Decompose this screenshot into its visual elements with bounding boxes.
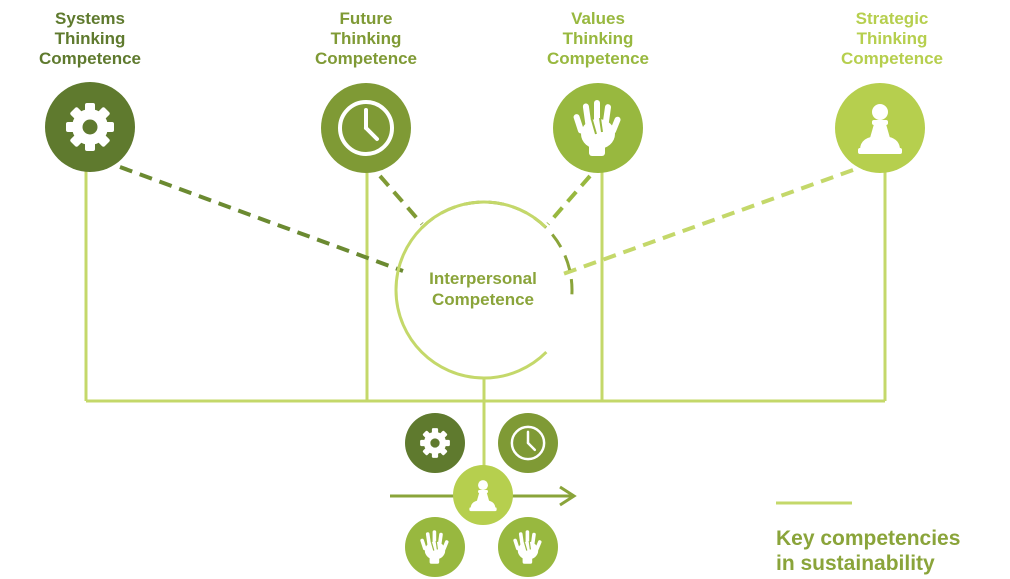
bottom-cluster — [390, 413, 577, 577]
mini-pawn-circle — [453, 465, 513, 525]
mini-clock-circle — [498, 413, 558, 473]
arrow-head — [559, 485, 577, 507]
mini-hands-circle-right — [498, 517, 558, 577]
label-strategic: Strategic Thinking Competence — [840, 9, 944, 68]
label-values: Values Thinking Competence — [546, 9, 650, 68]
dashed-future — [378, 174, 424, 226]
dashed-connectors — [119, 165, 854, 276]
label-systems: Systems Thinking Competence — [38, 9, 142, 68]
values-circle — [553, 83, 643, 173]
mini-gear-circle — [405, 413, 465, 473]
dashed-strategic — [562, 168, 854, 276]
dashed-values — [546, 174, 592, 226]
interpersonal-label: Interpersonal Competence — [429, 269, 537, 309]
dashed-systems — [119, 165, 404, 273]
future-circle — [321, 83, 411, 173]
interpersonal-ring — [394, 200, 574, 380]
key-caption: Key competencies in sustainability — [776, 527, 961, 575]
strategic-circle — [835, 83, 925, 173]
solid-connectors — [84, 170, 887, 485]
gear-icon — [420, 428, 450, 458]
systems-circle — [45, 82, 135, 172]
mini-hands-circle-left — [405, 517, 465, 577]
gear-icon — [66, 103, 114, 151]
label-future: Future Thinking Competence — [314, 9, 418, 68]
